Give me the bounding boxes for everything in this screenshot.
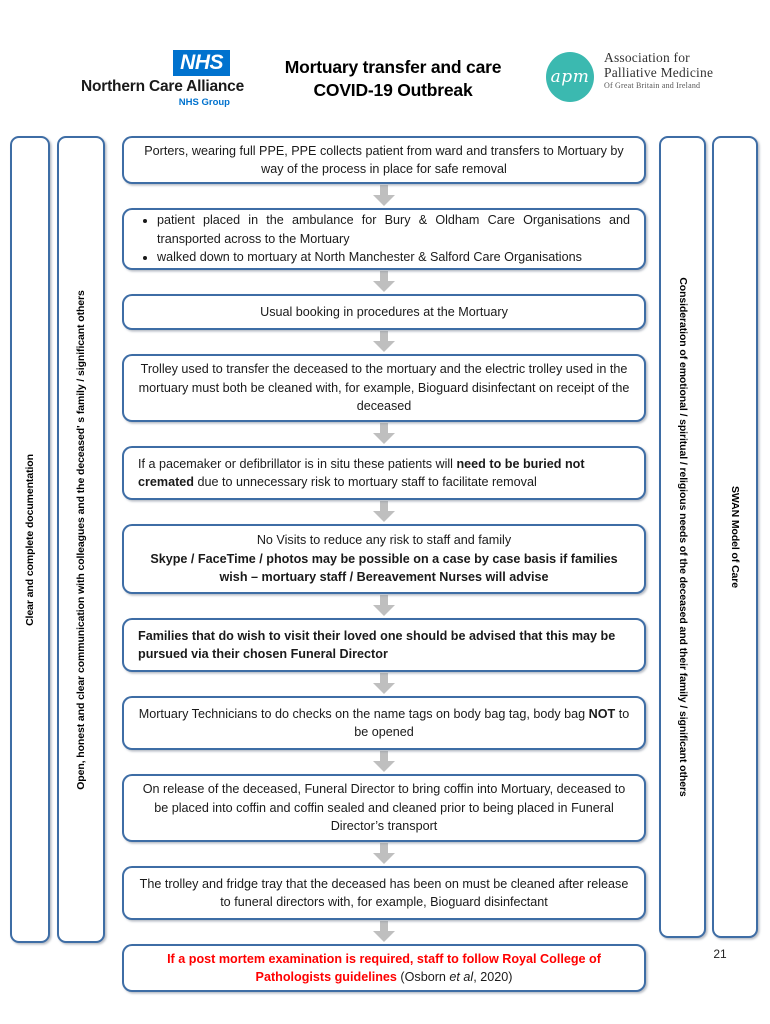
apm-line-2: Palliative Medicine [604, 65, 714, 80]
sidebar-clear-documentation-label: Clear and complete documentation [24, 453, 36, 626]
flow-node-text: The trolley and fridge tray that the dec… [139, 876, 629, 910]
flow-node-text: Mortuary Technicians to do checks on the… [138, 706, 630, 740]
sidebar-consideration-needs: Consideration of emotional / spiritual /… [659, 136, 706, 938]
flow-node-pacemaker: If a pacemaker or defibrillator is in si… [122, 446, 646, 500]
apm-line-1: Association for [604, 50, 690, 65]
apm-logo: apm Association for Palliative Medicine … [546, 48, 756, 110]
flow-node-name-tag-checks: Mortuary Technicians to do checks on the… [122, 696, 646, 750]
flow-node-text: Trolley used to transfer the deceased to… [138, 362, 630, 414]
page-number: 21 [713, 947, 727, 961]
apm-logo-text: Association for Palliative Medicine Of G… [604, 50, 713, 92]
nhs-logo-icon: NHS [173, 50, 230, 76]
flow-arrow-down-icon [122, 750, 646, 774]
flow-node-text: Porters, wearing full PPE, PPE collects … [144, 143, 624, 177]
flow-node-text: On release of the deceased, Funeral Dire… [142, 782, 626, 834]
sidebar-swan-model: SWAN Model of Care [712, 136, 758, 938]
page-title-line1: Mortuary transfer and care [284, 57, 502, 77]
flow-arrow-down-icon [122, 594, 646, 618]
flow-node-text: patient placed in the ambulance for Bury… [138, 211, 630, 267]
flowchart: Porters, wearing full PPE, PPE collects … [122, 136, 646, 992]
flow-arrow-down-icon [122, 920, 646, 944]
flow-node-trolley-fridge-clean: The trolley and fridge tray that the dec… [122, 866, 646, 920]
page-title: Mortuary transfer and care COVID-19 Outb… [248, 56, 538, 102]
flow-node-post-mortem: If a post mortem examination is required… [122, 944, 646, 992]
flow-arrow-down-icon [122, 842, 646, 866]
document-header: NHS Northern Care Alliance NHS Group Mor… [0, 46, 770, 116]
flow-node-text: Usual booking in procedures at the Mortu… [260, 304, 508, 319]
flow-arrow-down-icon [122, 184, 646, 208]
sidebar-clear-documentation: Clear and complete documentation [10, 136, 50, 943]
flow-node-text: Families that do wish to visit their lov… [138, 628, 616, 662]
flow-node-text: If a post mortem examination is required… [167, 951, 601, 985]
flow-arrow-down-icon [122, 672, 646, 696]
flow-node-no-visits: No Visits to reduce any risk to staff an… [122, 524, 646, 594]
sidebar-open-communication-label: Open, honest and clear communication wit… [75, 289, 87, 790]
apm-line-3: Of Great Britain and Ireland [604, 81, 701, 90]
nhs-alliance-name: Northern Care Alliance [81, 78, 244, 95]
flow-node-trolley-cleaning: Trolley used to transfer the deceased to… [122, 354, 646, 422]
flow-node-text: If a pacemaker or defibrillator is in si… [138, 456, 585, 490]
sidebar-open-communication: Open, honest and clear communication wit… [57, 136, 105, 943]
flow-node-transport-options: patient placed in the ambulance for Bury… [122, 208, 646, 270]
nhs-group-label: NHS Group [178, 97, 230, 108]
flow-arrow-down-icon [122, 270, 646, 294]
apm-circle-icon: apm [546, 52, 594, 102]
flow-node-text: No Visits to reduce any risk to staff an… [150, 533, 618, 585]
sidebar-consideration-needs-label: Consideration of emotional / spiritual /… [676, 277, 689, 797]
flow-arrow-down-icon [122, 422, 646, 446]
northern-care-alliance-logo: NHS Northern Care Alliance NHS Group [44, 50, 244, 112]
flow-node-booking-in: Usual booking in procedures at the Mortu… [122, 294, 646, 330]
flow-arrow-down-icon [122, 500, 646, 524]
flow-node-porters: Porters, wearing full PPE, PPE collects … [122, 136, 646, 184]
sidebar-swan-model-label: SWAN Model of Care [729, 485, 741, 589]
page-title-line2: COVID-19 Outbreak [313, 80, 473, 100]
flow-node-coffin-release: On release of the deceased, Funeral Dire… [122, 774, 646, 842]
flow-arrow-down-icon [122, 330, 646, 354]
apm-monogram: apm [550, 67, 590, 87]
flow-node-funeral-director-visits: Families that do wish to visit their lov… [122, 618, 646, 672]
